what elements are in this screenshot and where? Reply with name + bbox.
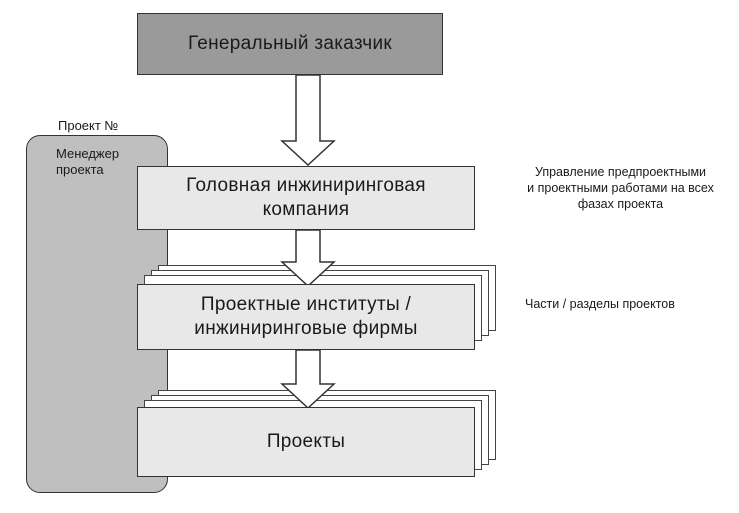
project-number-label: Проект № [58,118,119,133]
lead-company-note: Управление предпроектными и проектными р… [527,165,714,211]
lead-engineering-company-box: Головная инжиниринговая компания [137,166,475,230]
projects-box: Проекты [137,407,475,477]
project-manager-label: Менеджер проекта [56,146,120,177]
lead-engineering-company-label: Головная инжиниринговая компания [186,175,426,220]
arrow-institutes-to-projects [280,349,336,410]
design-institutes-label: Проектные институты / инжиниринговые фир… [194,294,418,339]
design-institutes-box: Проектные институты / инжиниринговые фир… [137,284,475,350]
arrow-customer-to-lead [280,74,336,167]
general-customer-label: Генеральный заказчик [187,33,393,54]
general-customer-box: Генеральный заказчик [137,13,443,75]
arrow-lead-to-institutes [280,229,336,288]
institutes-note: Части / разделы проектов [525,297,675,311]
projects-label: Проекты [266,431,346,452]
